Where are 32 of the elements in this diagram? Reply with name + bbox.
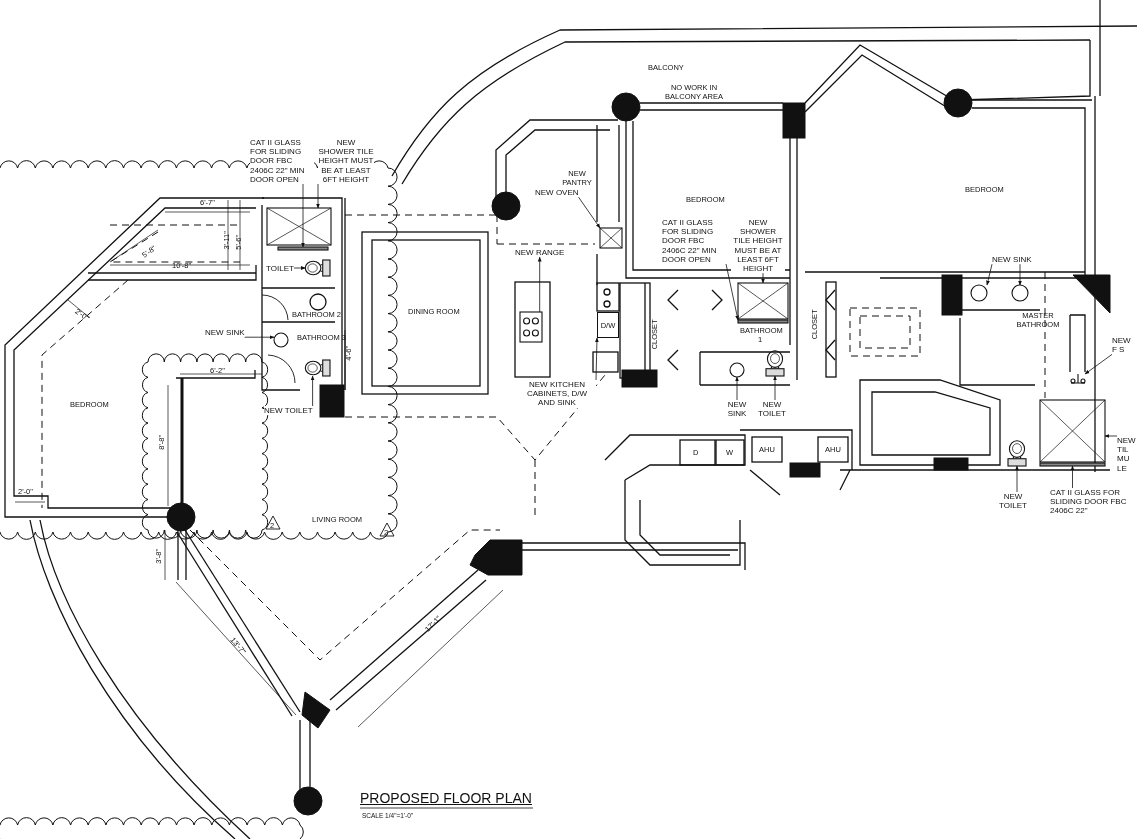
toilet-symbol	[765, 350, 785, 377]
note-text: NEW OVEN	[535, 188, 579, 198]
shower-symbol	[1039, 399, 1106, 463]
note-text: NEW SHOWER TILE HEIGHT MUST BE AT LEAST 6FT HEIGHT	[731, 218, 785, 274]
note-text: NEW SINK	[992, 255, 1032, 265]
drawing-title: PROPOSED FLOOR PLAN	[360, 790, 532, 806]
sliding-door-symbol	[277, 246, 329, 251]
toilet-symbol	[304, 359, 331, 377]
note-text: NEW F S	[1112, 336, 1134, 355]
shower-symbol	[737, 282, 789, 320]
sink-symbol	[273, 332, 289, 348]
note-text: NEW SINK	[205, 328, 245, 338]
note-text: CAT II GLASS FOR SLIDING DOOR FBC 2406C 22" MIN DOOR OPEN	[250, 138, 314, 184]
sink-symbol	[1011, 284, 1029, 302]
toilet-symbol	[1007, 440, 1027, 467]
toilet-symbol	[304, 259, 331, 277]
note-text: NEW TOILET	[757, 400, 787, 419]
sliding-door-symbol	[737, 319, 789, 324]
note-text: NEW TOILET	[264, 406, 313, 416]
faucet-symbol	[1070, 373, 1086, 384]
shower-symbol	[266, 207, 332, 246]
note-text: NEW TOILET	[996, 492, 1030, 511]
sink-symbol	[729, 362, 745, 378]
note-text: TOILET	[266, 264, 294, 274]
note-text: NEW TIL MU LE	[1117, 436, 1137, 473]
oven-symbol	[599, 227, 623, 249]
note-text: CAT II GLASS FOR SLIDING DOOR FBC 2406C 22" MIN DOOR OPEN	[662, 218, 726, 264]
sliding-door-symbol	[1039, 462, 1106, 467]
range-symbol	[519, 311, 543, 343]
sink-symbol	[970, 284, 988, 302]
note-text: NEW RANGE	[515, 248, 565, 258]
note-text: NEW SHOWER TILE HEIGHT MUST BE AT LEAST 6FT HEIGHT	[318, 138, 374, 184]
